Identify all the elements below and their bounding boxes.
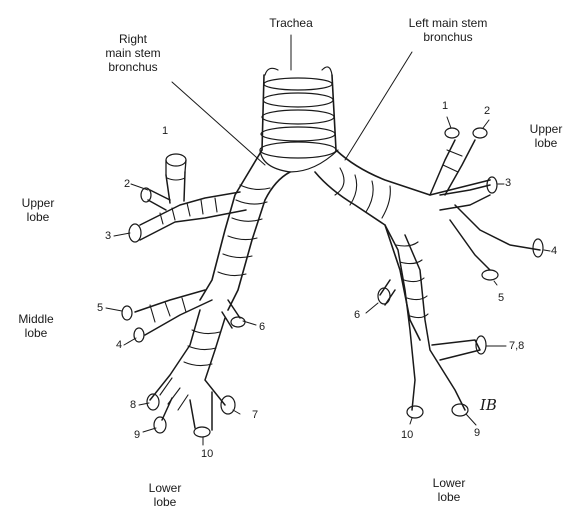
segment-number-r6: 6 xyxy=(259,321,265,333)
left-upper-lobe-label: Upper lobe xyxy=(516,122,575,150)
segment-number-r10: 10 xyxy=(201,448,213,460)
segment-number-r9: 9 xyxy=(134,429,140,441)
segment-number-l10: 10 xyxy=(401,429,413,441)
right-lower-lobe-bronchi xyxy=(147,310,235,437)
right-upper-lobe-label: Upper lobe xyxy=(0,196,78,224)
right-lower-lobe-label: Lower lobe xyxy=(125,481,205,509)
segment-number-l5: 5 xyxy=(498,292,504,304)
segment-number-l78: 7,8 xyxy=(509,340,524,352)
segment-number-r5: 5 xyxy=(97,302,103,314)
right-middle-lobe-label: Middle lobe xyxy=(0,312,76,340)
segment-number-l9: 9 xyxy=(474,427,480,439)
left-main-bronchus xyxy=(315,150,490,340)
segment-number-r2: 2 xyxy=(124,178,130,190)
artist-signature: IB xyxy=(480,396,497,414)
right-upper-lobe-bronchi xyxy=(129,154,246,242)
trachea-tube xyxy=(260,67,338,172)
segment-number-l6: 6 xyxy=(354,309,360,321)
trachea-label: Trachea xyxy=(258,16,324,30)
segment-number-r8: 8 xyxy=(130,399,136,411)
segment-number-l4: 4 xyxy=(551,245,557,257)
left-lower-lobe-label: Lower lobe xyxy=(409,476,489,504)
right-main-bronchus xyxy=(200,150,290,310)
segment-number-r4: 4 xyxy=(116,339,122,351)
segment-number-l1: 1 xyxy=(442,100,448,112)
segment-number-r7: 7 xyxy=(252,409,258,421)
segment-number-l3: 3 xyxy=(505,177,511,189)
right-middle-lobe-bronchi xyxy=(122,290,245,342)
segment-number-r3: 3 xyxy=(105,230,111,242)
left-upper-lobe-bronchi xyxy=(430,128,543,280)
left-main-stem-bronchus-label: Left main stem bronchus xyxy=(398,16,498,44)
segment-number-r1: 1 xyxy=(162,125,168,137)
right-main-stem-bronchus-label: Right main stem bronchus xyxy=(93,32,173,74)
segment-number-l2: 2 xyxy=(484,105,490,117)
